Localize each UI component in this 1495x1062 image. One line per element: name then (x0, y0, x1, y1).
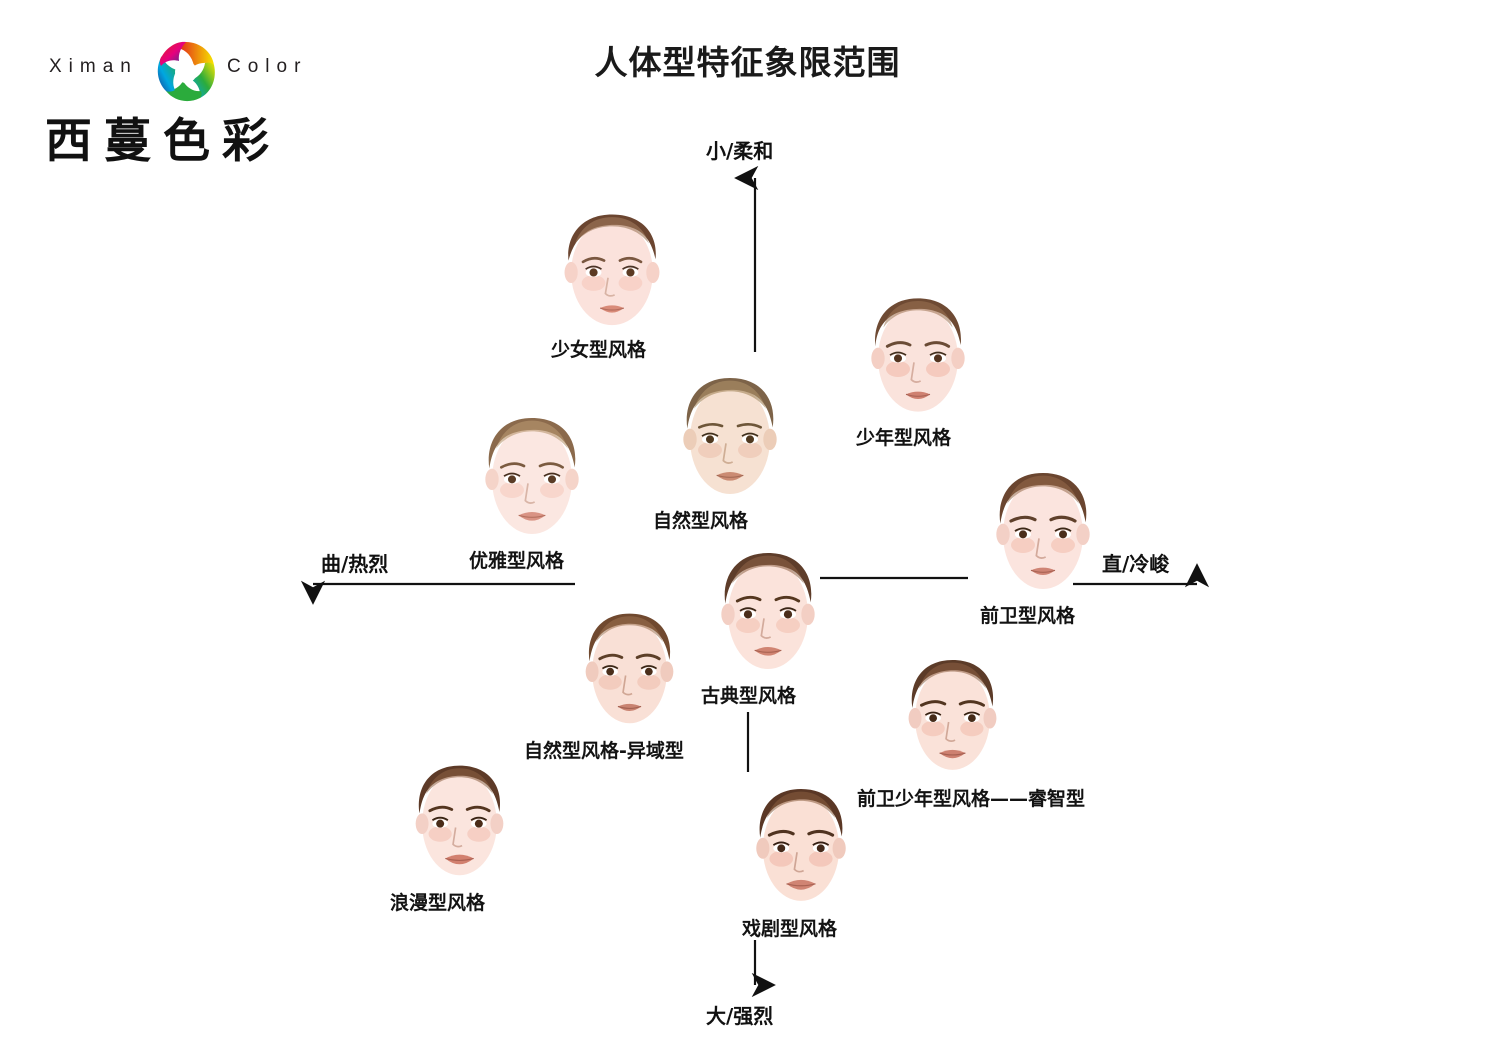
face-illustration (908, 660, 997, 770)
face-label: 优雅型风格 (469, 550, 565, 572)
face-card-yiyu[interactable]: 自然型风格-异域型 (524, 593, 707, 762)
face-label: 古典型风格 (701, 685, 797, 707)
color-wheel-icon (157, 41, 215, 102)
face-card-gudian[interactable]: 古典型风格 (688, 533, 848, 707)
face-card-ruizhi[interactable]: 前卫少年型风格——睿智型 (857, 638, 1085, 810)
logo-wordmark: Ximan Color (45, 40, 335, 102)
face-card-shaonv[interactable]: 少女型风格 (531, 196, 693, 361)
logo-word-color: Color (227, 56, 308, 77)
logo-word-ximan: Ximan (49, 56, 138, 77)
axis-label-top: 小/柔和 (706, 139, 774, 163)
face-card-ziran[interactable]: 自然型风格 (650, 358, 810, 532)
face-label: 自然型风格-异域型 (524, 740, 684, 762)
face-card-shaonian[interactable]: 少年型风格 (838, 278, 998, 449)
brand-logo: Ximan Color (45, 40, 345, 170)
face-label: 少年型风格 (856, 427, 952, 449)
face-illustration (585, 613, 674, 724)
face-label: 戏剧型风格 (742, 918, 838, 940)
face-label: 浪漫型风格 (390, 892, 486, 914)
face-illustration (683, 378, 777, 494)
face-illustration (996, 473, 1090, 589)
face-label: 前卫型风格 (980, 605, 1076, 627)
face-illustration (756, 789, 846, 901)
face-card-youya[interactable]: 优雅型风格 (452, 398, 612, 572)
face-illustration (415, 765, 504, 876)
face-illustration (485, 418, 579, 534)
face-label: 自然型风格 (653, 510, 749, 532)
axis-label-bottom: 大/强烈 (706, 1004, 774, 1028)
face-illustration (564, 214, 660, 326)
face-card-langman[interactable]: 浪漫型风格 (382, 745, 537, 914)
page-title: 人体型特征象限范围 (594, 43, 901, 82)
face-illustration (871, 298, 965, 412)
face-card-xiju[interactable]: 戏剧型风格 (722, 768, 880, 940)
face-label: 前卫少年型风格——睿智型 (857, 788, 1086, 810)
axis-label-left: 曲/热烈 (321, 552, 389, 576)
face-illustration (721, 553, 815, 669)
logo-chinese-name: 西蔓色彩 (45, 114, 281, 169)
axis-label-right: 直/冷峻 (1102, 552, 1170, 576)
face-label: 少女型风格 (551, 339, 647, 361)
face-card-qianwei[interactable]: 前卫型风格 (963, 453, 1123, 627)
